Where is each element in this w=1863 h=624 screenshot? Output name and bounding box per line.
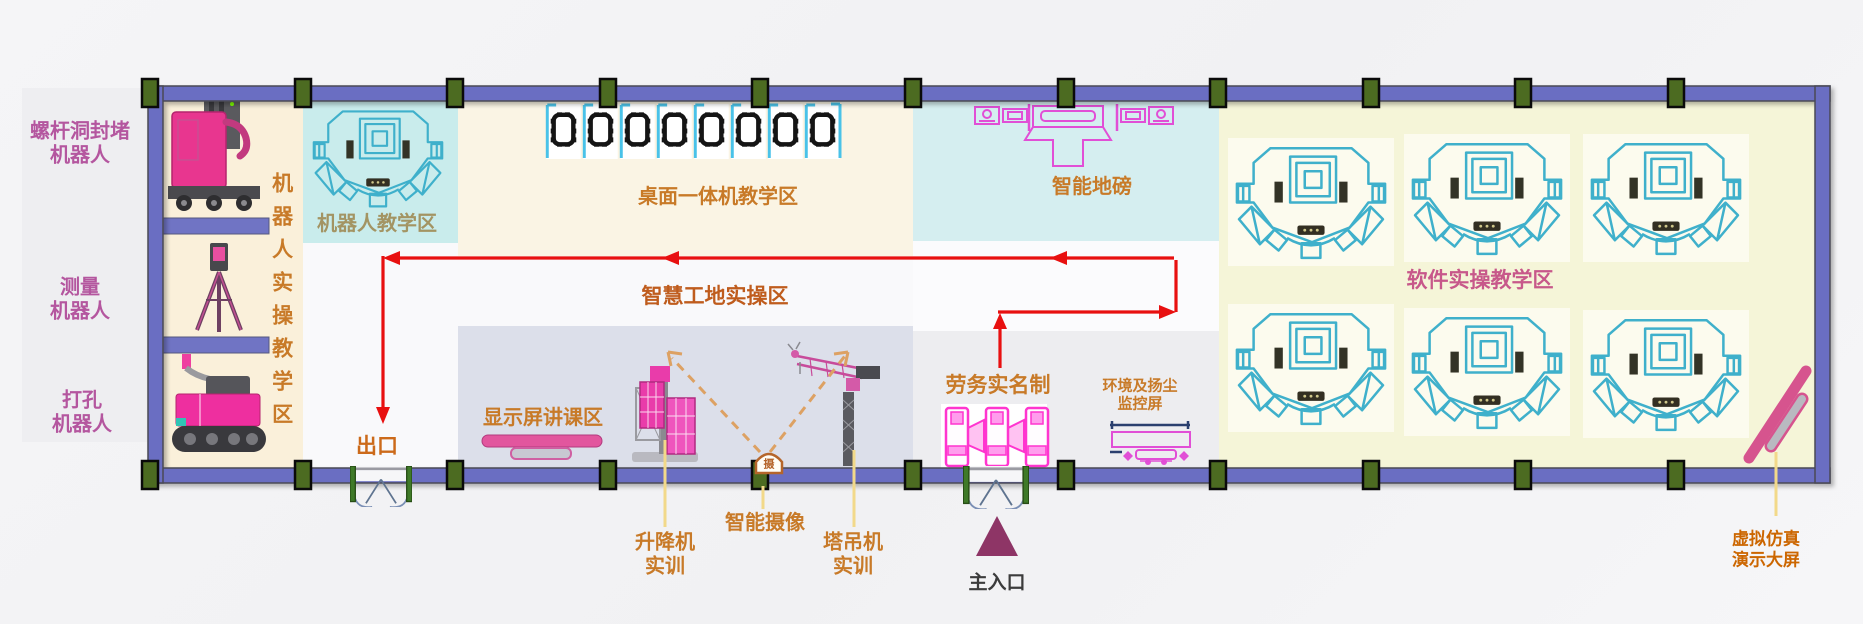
lecture-screen	[481, 434, 603, 460]
screw-plugging-robot-image	[168, 97, 260, 211]
label-smart-site-zone: 智慧工地实操区	[641, 284, 789, 309]
label-software-practice-zone: 软件实操教学区	[1406, 268, 1554, 293]
label-lift-training: 升降机 实训	[635, 530, 695, 579]
leader-lines	[663, 440, 1778, 527]
label-line: 虚拟仿真	[1732, 529, 1800, 550]
label-virtual-sim-screen: 虚拟仿真 演示大屏	[1732, 529, 1800, 570]
label-line: 机器人	[50, 299, 110, 323]
label-line: 监控屏	[1117, 395, 1163, 413]
flow-path	[381, 256, 1178, 409]
label-screw-plugging-robot: 螺杆洞封堵 机器人	[30, 119, 130, 168]
label-line: 机器人	[50, 143, 110, 167]
label-exit: 出口	[356, 434, 398, 459]
label-line: 环境及扬尘	[1102, 376, 1178, 395]
label-line: 升降机	[635, 529, 695, 554]
smart-camera-icon	[754, 452, 784, 475]
survey-robot-image	[195, 243, 243, 332]
label-robot-teaching-zone: 机器人教学区	[317, 210, 437, 235]
label-line: 实训	[833, 554, 873, 578]
label-line: 打孔	[62, 387, 102, 412]
tower-crane-model	[787, 341, 880, 466]
label-survey-robot: 测量 机器人	[50, 275, 110, 324]
label-weighbridge-zone: 智能地磅	[1052, 173, 1132, 198]
main-entrance-marker	[976, 516, 1018, 556]
label-line: 测量	[60, 274, 100, 299]
label-line: 塔吊机	[823, 529, 883, 554]
camera-fov-arrows	[670, 351, 850, 454]
label-smart-camera: 智能摄像	[725, 509, 805, 534]
env-monitor-cad	[1110, 421, 1191, 465]
left-label-panel	[22, 88, 150, 442]
structural-columns	[140, 77, 1686, 491]
label-line: 机器人	[52, 412, 112, 436]
main-entrance-door	[963, 466, 1029, 509]
shelf-bar	[162, 336, 270, 354]
label-labor-realname: 劳务实名制	[945, 373, 1051, 398]
turnstiles-cad	[941, 404, 1050, 470]
label-drilling-robot: 打孔 机器人	[52, 388, 112, 437]
camera-fov-arrowheads	[666, 350, 850, 367]
flow-arrowheads	[376, 251, 1176, 424]
label-robot-practice-zone: 机器人实操教学区	[269, 172, 294, 436]
label-line: 螺杆洞封堵	[30, 118, 130, 143]
software-practice-stations	[1228, 134, 1749, 438]
virtual-sim-screen-shape	[1743, 365, 1812, 464]
label-line: 实训	[645, 554, 685, 578]
label-desktop-aio-zone: 桌面一体机教学区	[638, 183, 798, 208]
label-line: 演示大屏	[1732, 550, 1800, 570]
drilling-robot-image	[172, 354, 266, 452]
exit-door	[350, 466, 412, 507]
lift-model	[632, 366, 698, 462]
desk-row	[546, 102, 842, 159]
label-main-entrance: 主入口	[968, 571, 1026, 594]
camera-glyph: 摄	[763, 457, 775, 471]
label-env-dust-monitor: 环境及扬尘 监控屏	[1102, 377, 1177, 414]
label-display-lecture-zone: 显示屏讲课区	[483, 404, 603, 429]
label-tower-crane-training: 塔吊机 实训	[823, 530, 883, 579]
shelf-bar	[162, 217, 270, 235]
